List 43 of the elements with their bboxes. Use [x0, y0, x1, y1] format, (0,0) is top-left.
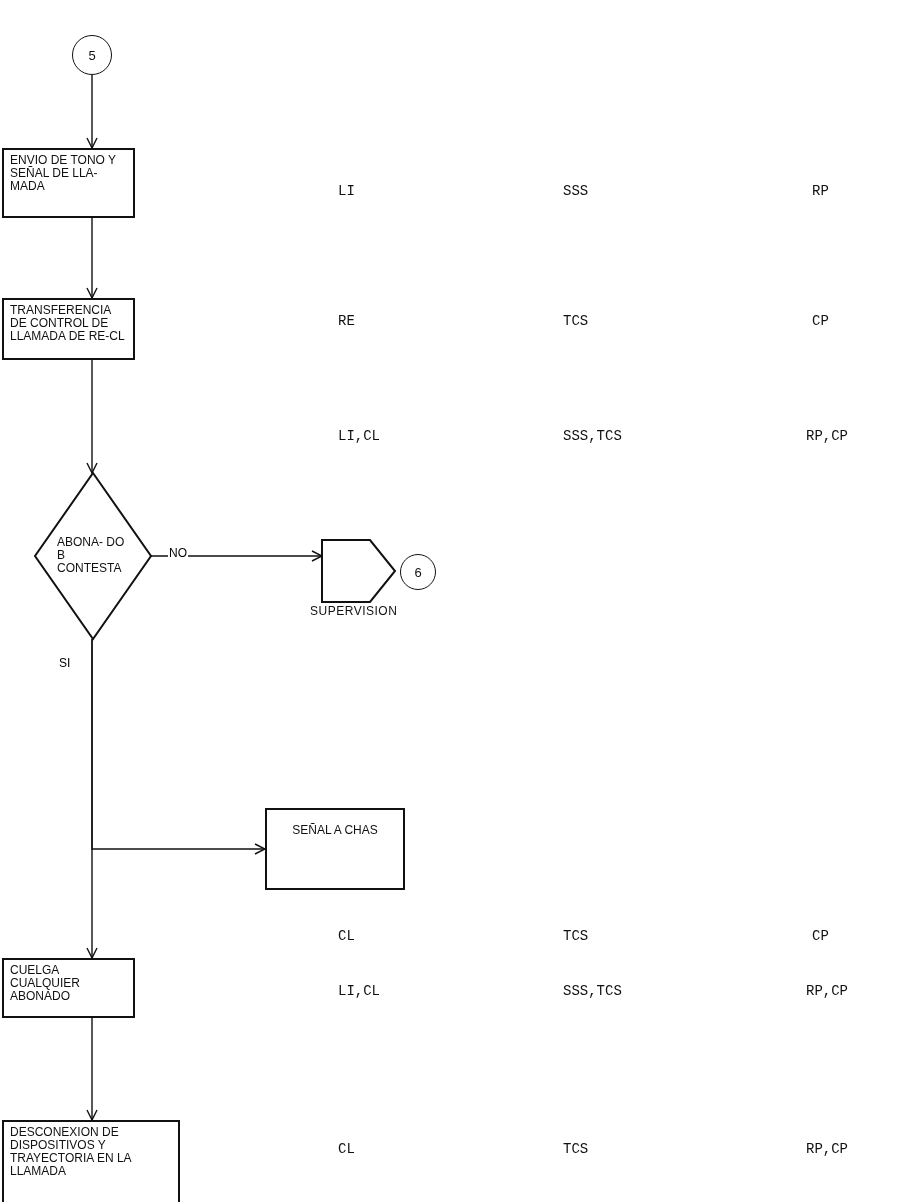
code-label: RP,CP	[806, 983, 848, 999]
code-label: LI	[338, 183, 355, 199]
box-text: ENVIO DE TONO Y SEÑAL DE LLA- MADA	[10, 154, 117, 193]
edge-label: SI	[58, 656, 72, 670]
code-label: RE	[338, 313, 355, 329]
decision-diamond	[35, 473, 151, 639]
connector-caption: SUPERVISION	[310, 605, 398, 618]
box-text: CUELGA CUALQUIER ABONADO	[10, 964, 81, 1003]
arrow	[86, 1017, 98, 1121]
arrow	[86, 638, 98, 959]
code-label: TCS	[563, 313, 589, 329]
box-text: DESCONEXION DE DISPOSITIVOS Y TRAYECTORIA EN LA LLAMADA	[10, 1126, 133, 1178]
connector-number: 6	[414, 565, 422, 579]
connector-number: 5	[88, 48, 96, 62]
code-label: LI,CL	[338, 983, 380, 999]
code-label: SSS,TCS	[563, 428, 622, 444]
decision-text: ABONA- DO B CONTESTA	[57, 536, 126, 575]
code-label: SSS	[563, 183, 589, 199]
arrow	[150, 550, 323, 562]
connector-circle	[72, 35, 112, 75]
box-text: TRANSFERENCIA DE CONTROL DE LLAMADA DE RE-CL	[10, 304, 126, 343]
process-box	[2, 1120, 180, 1202]
box-text: SEÑAL A CHAS	[291, 824, 379, 837]
code-label: CL	[338, 928, 355, 944]
connector-circle	[400, 554, 436, 590]
code-label: CP	[812, 928, 829, 944]
code-label: SSS,TCS	[563, 983, 622, 999]
edge-label: NO	[168, 546, 188, 560]
arrow	[86, 217, 98, 299]
code-label: RP,CP	[806, 1141, 848, 1157]
process-box	[2, 148, 135, 218]
code-label: TCS	[563, 928, 589, 944]
code-label: CL	[338, 1141, 355, 1157]
code-label: RP,CP	[806, 428, 848, 444]
code-label: LI,CL	[338, 428, 380, 444]
process-box	[2, 958, 135, 1018]
process-box	[265, 808, 405, 890]
code-label: CP	[812, 313, 829, 329]
arrow	[86, 359, 98, 474]
arrow	[86, 74, 98, 149]
process-box	[2, 298, 135, 360]
code-label: TCS	[563, 1141, 589, 1157]
code-label: RP	[812, 183, 829, 199]
